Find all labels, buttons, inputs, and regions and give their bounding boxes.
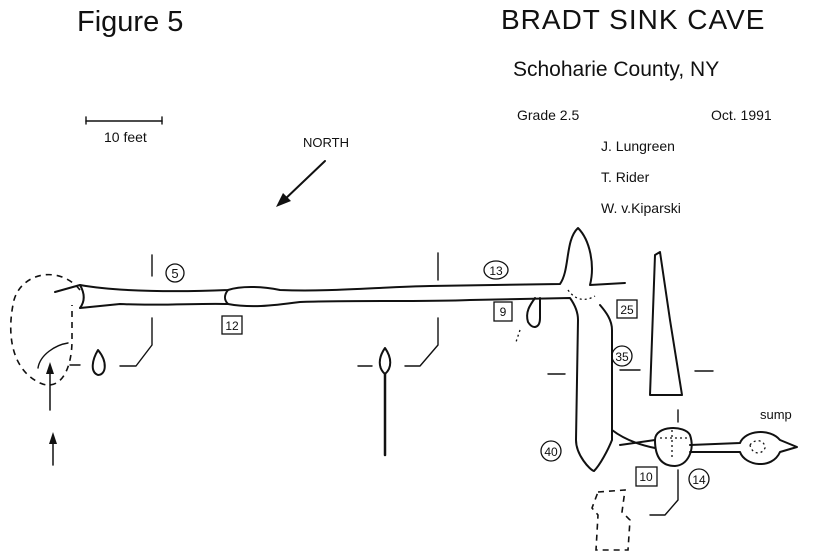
depth-circle-40: 40 bbox=[540, 440, 562, 462]
surveyor-1: J. Lungreen bbox=[601, 138, 675, 154]
domed-room bbox=[654, 427, 798, 467]
cave-title: BRADT SINK CAVE bbox=[501, 4, 766, 35]
sump-label: sump bbox=[760, 407, 792, 422]
cave-location: Schoharie County, NY bbox=[513, 58, 720, 81]
svg-text:35: 35 bbox=[615, 350, 629, 364]
depth-box-12: 12 bbox=[221, 315, 243, 335]
scale-label: 10 feet bbox=[104, 129, 147, 145]
svg-text:14: 14 bbox=[692, 473, 706, 487]
svg-text:13: 13 bbox=[489, 264, 503, 278]
surveyor-2: T. Rider bbox=[601, 169, 650, 185]
north-label: NORTH bbox=[303, 135, 349, 150]
svg-text:5: 5 bbox=[171, 266, 178, 281]
depth-circle-35: 35 bbox=[611, 345, 633, 367]
scale-bar bbox=[85, 116, 163, 125]
depth-box-25: 25 bbox=[616, 299, 638, 319]
cross-sections bbox=[69, 252, 714, 551]
svg-text:40: 40 bbox=[544, 445, 558, 459]
passage-spire bbox=[649, 251, 683, 396]
svg-text:9: 9 bbox=[500, 305, 507, 319]
entrance-sink bbox=[9, 273, 81, 466]
svg-text:12: 12 bbox=[225, 319, 239, 333]
depth-circle-14: 14 bbox=[688, 468, 710, 490]
svg-text:10: 10 bbox=[639, 470, 653, 484]
svg-text:25: 25 bbox=[620, 303, 634, 317]
depth-box-9: 9 bbox=[493, 301, 513, 322]
surveyor-3: W. v.Kiparski bbox=[601, 200, 681, 216]
figure-label: Figure 5 bbox=[77, 6, 184, 38]
main-passage bbox=[54, 227, 656, 472]
north-arrow-icon bbox=[276, 160, 326, 207]
survey-date: Oct. 1991 bbox=[711, 107, 772, 123]
depth-box-10: 10 bbox=[635, 466, 658, 487]
depth-circle-13: 13 bbox=[483, 260, 509, 280]
survey-grade: Grade 2.5 bbox=[517, 107, 580, 123]
depth-circle-5: 5 bbox=[165, 263, 185, 283]
